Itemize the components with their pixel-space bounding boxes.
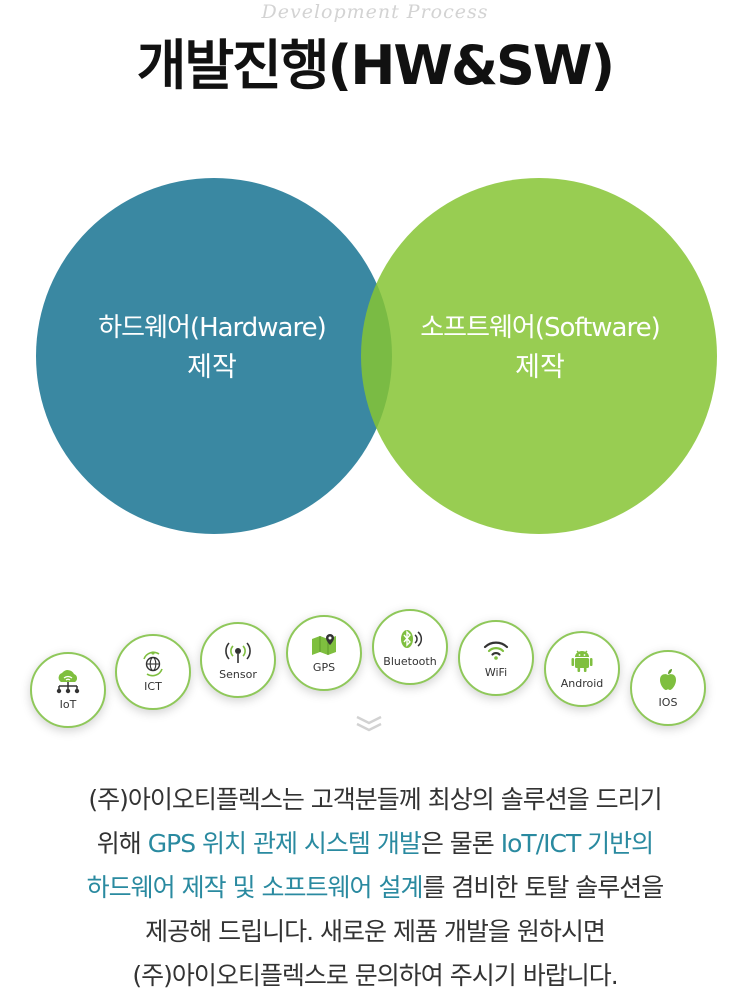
tech-badge-ios: IOS bbox=[630, 650, 706, 726]
tech-badge-gps: GPS bbox=[286, 615, 362, 691]
description-line-3: 하드웨어 제작 및 소프트웨어 설계를 겸비한 토탈 솔루션을 bbox=[86, 873, 665, 902]
software-circle: 소프트웨어(Software) 제작 bbox=[361, 178, 717, 534]
software-label: 소프트웨어(Software) bbox=[420, 313, 661, 343]
hardware-sublabel: 제작 bbox=[187, 352, 237, 383]
bluetooth-icon bbox=[395, 626, 425, 652]
tech-badge-label: ICT bbox=[144, 680, 162, 693]
chevron-down-icon bbox=[356, 715, 382, 732]
tech-badge-label: Android bbox=[560, 677, 604, 690]
software-sublabel: 제작 bbox=[515, 352, 565, 383]
tech-badge-wifi: WiFi bbox=[458, 620, 534, 696]
tech-badge-android: Android bbox=[544, 631, 620, 707]
sensor-signal-icon bbox=[223, 639, 253, 665]
cloud-network-icon bbox=[53, 669, 83, 695]
apple-icon bbox=[653, 667, 683, 693]
highlight-iot-ict: IoT/ICT 기반의 bbox=[500, 829, 654, 858]
map-pin-icon bbox=[309, 632, 339, 658]
tech-badge-sensor: Sensor bbox=[200, 622, 276, 698]
tech-badge-iot: IoT bbox=[30, 652, 106, 728]
highlight-gps: GPS 위치 관제 시스템 개발 bbox=[147, 829, 422, 858]
description-line-1: (주)아이오티플렉스는 고객분들께 최상의 솔루션을 드리기 bbox=[88, 785, 662, 814]
hardware-label: 하드웨어(Hardware) bbox=[98, 313, 326, 343]
tech-badge-label: GPS bbox=[312, 661, 336, 674]
tech-badge-row: IoT ICT Sensor bbox=[0, 600, 750, 740]
tech-badge-ict: ICT bbox=[115, 634, 191, 710]
highlight-hw-sw: 하드웨어 제작 및 소프트웨어 설계 bbox=[86, 873, 424, 902]
description-line-5: (주)아이오티플렉스로 문의하여 주시기 바랍니다. bbox=[132, 961, 618, 990]
android-icon bbox=[567, 648, 597, 674]
tech-badge-bluetooth: Bluetooth bbox=[372, 609, 448, 685]
description-line-2: 위해 GPS 위치 관제 시스템 개발은 물론 IoT/ICT 기반의 bbox=[96, 829, 654, 858]
tech-badge-label: IOS bbox=[658, 696, 678, 709]
venn-diagram: 하드웨어(Hardware) 제작 소프트웨어(Software) 제작 bbox=[0, 150, 750, 540]
description-line-4: 제공해 드립니다. 새로운 제품 개발을 원하시면 bbox=[145, 917, 606, 946]
tech-badge-label: Sensor bbox=[219, 668, 257, 681]
tech-badge-label: Bluetooth bbox=[383, 655, 437, 668]
page-title: 개발진행(HW&SW) bbox=[136, 34, 615, 97]
globe-cycle-icon bbox=[138, 651, 168, 677]
hardware-circle: 하드웨어(Hardware) 제작 bbox=[36, 178, 392, 534]
description-text: (주)아이오티플렉스는 고객분들께 최상의 솔루션을 드리기 위해 GPS 위치… bbox=[0, 778, 750, 998]
section-subtitle: Development Process bbox=[261, 1, 489, 23]
tech-badge-label: WiFi bbox=[484, 666, 508, 679]
tech-badge-label: IoT bbox=[59, 698, 77, 711]
wifi-icon bbox=[481, 637, 511, 663]
